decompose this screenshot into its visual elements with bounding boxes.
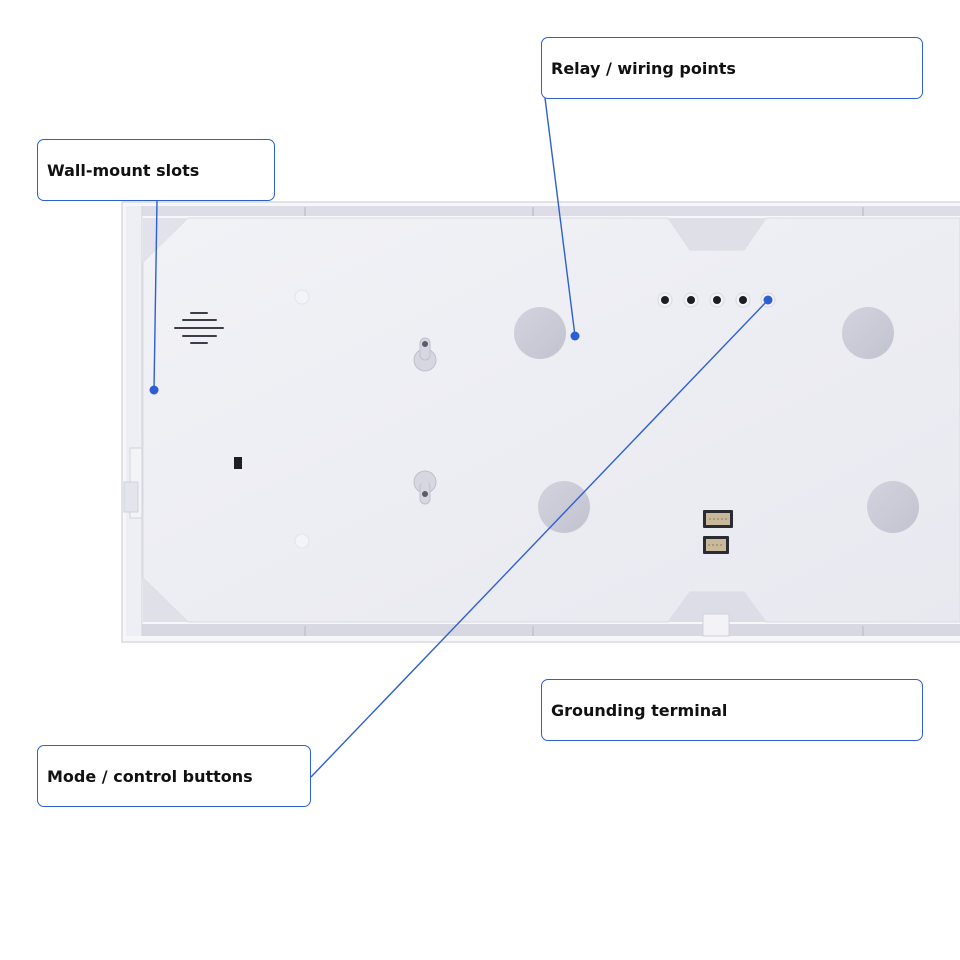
callout-wall-mount-label: Wall-mount slots [47,160,200,180]
callout-grounding-terminal: Grounding terminal [541,679,923,741]
leader-endpoints [149,295,773,395]
leader-mode-buttons [310,299,769,778]
mount-hole-top-left [514,307,566,359]
endpoint-wall-mount [149,385,159,395]
leader-relay-wiring [544,97,576,337]
speaker-grille-icon [174,312,224,344]
mount-hole-top-right [842,307,894,359]
screw-dimple-bottom [294,533,310,549]
connector-terminals [703,510,733,554]
mount-hole-bottom-left [538,481,590,533]
keyhole-slot-upper [413,337,437,372]
leader-lines [153,97,769,778]
callout-mode-buttons-label: Mode / control buttons [47,766,253,786]
endpoint-mode-buttons [763,295,773,305]
callout-mode-buttons: Mode / control buttons [37,745,311,807]
callout-relay-wiring-label: Relay / wiring points [551,58,736,78]
indicator-slot [234,457,242,469]
callout-relay-wiring: Relay / wiring points [541,37,923,99]
screw-dimple-top [294,289,310,305]
keyhole-slot-lower [413,470,437,505]
callout-grounding-terminal-label: Grounding terminal [551,700,728,720]
mount-hole-bottom-right [867,481,919,533]
endpoint-relay-wiring [570,331,580,341]
leader-wall-mount [153,200,158,391]
callout-wall-mount: Wall-mount slots [37,139,275,201]
panel-face [142,217,960,637]
